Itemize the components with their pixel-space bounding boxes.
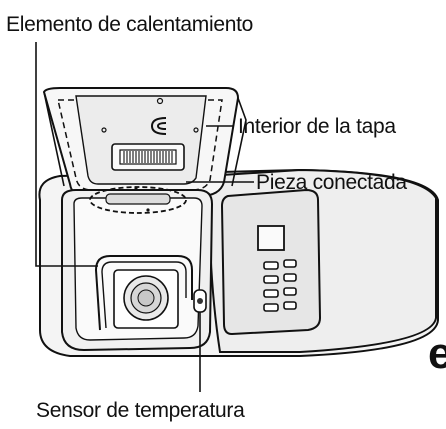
control-button	[283, 287, 297, 296]
control-button	[283, 273, 297, 282]
label-connected-piece: Pieza conectada	[256, 171, 407, 194]
lid-screw	[193, 127, 199, 133]
heating-element-inner	[101, 261, 187, 329]
connected-piece	[105, 193, 171, 205]
lid-latch-icon	[150, 117, 167, 135]
control-button	[263, 261, 279, 270]
control-button	[263, 275, 279, 284]
lid-interior-outline	[57, 99, 223, 191]
lid-screw	[101, 127, 107, 133]
control-buttons	[263, 259, 297, 312]
edge-glyph: e	[428, 329, 446, 378]
label-temperature-sensor: Sensor de temperatura	[36, 399, 245, 422]
leader-lines	[35, 42, 254, 392]
control-button	[283, 259, 297, 268]
display-screen	[257, 225, 285, 251]
lid-screw	[156, 97, 164, 105]
lid-hinge	[43, 91, 65, 187]
vent-grill-icon	[111, 143, 185, 171]
control-button	[283, 301, 297, 310]
connected-piece-highlight	[89, 186, 187, 214]
lid-edge-right	[231, 97, 247, 187]
control-button	[263, 303, 279, 312]
label-heating-element: Elemento de calentamiento	[6, 13, 253, 36]
leader-heating	[35, 42, 98, 267]
control-button	[263, 289, 279, 298]
heating-element	[94, 255, 193, 331]
label-lid-interior: Interior de la tapa	[238, 115, 396, 138]
